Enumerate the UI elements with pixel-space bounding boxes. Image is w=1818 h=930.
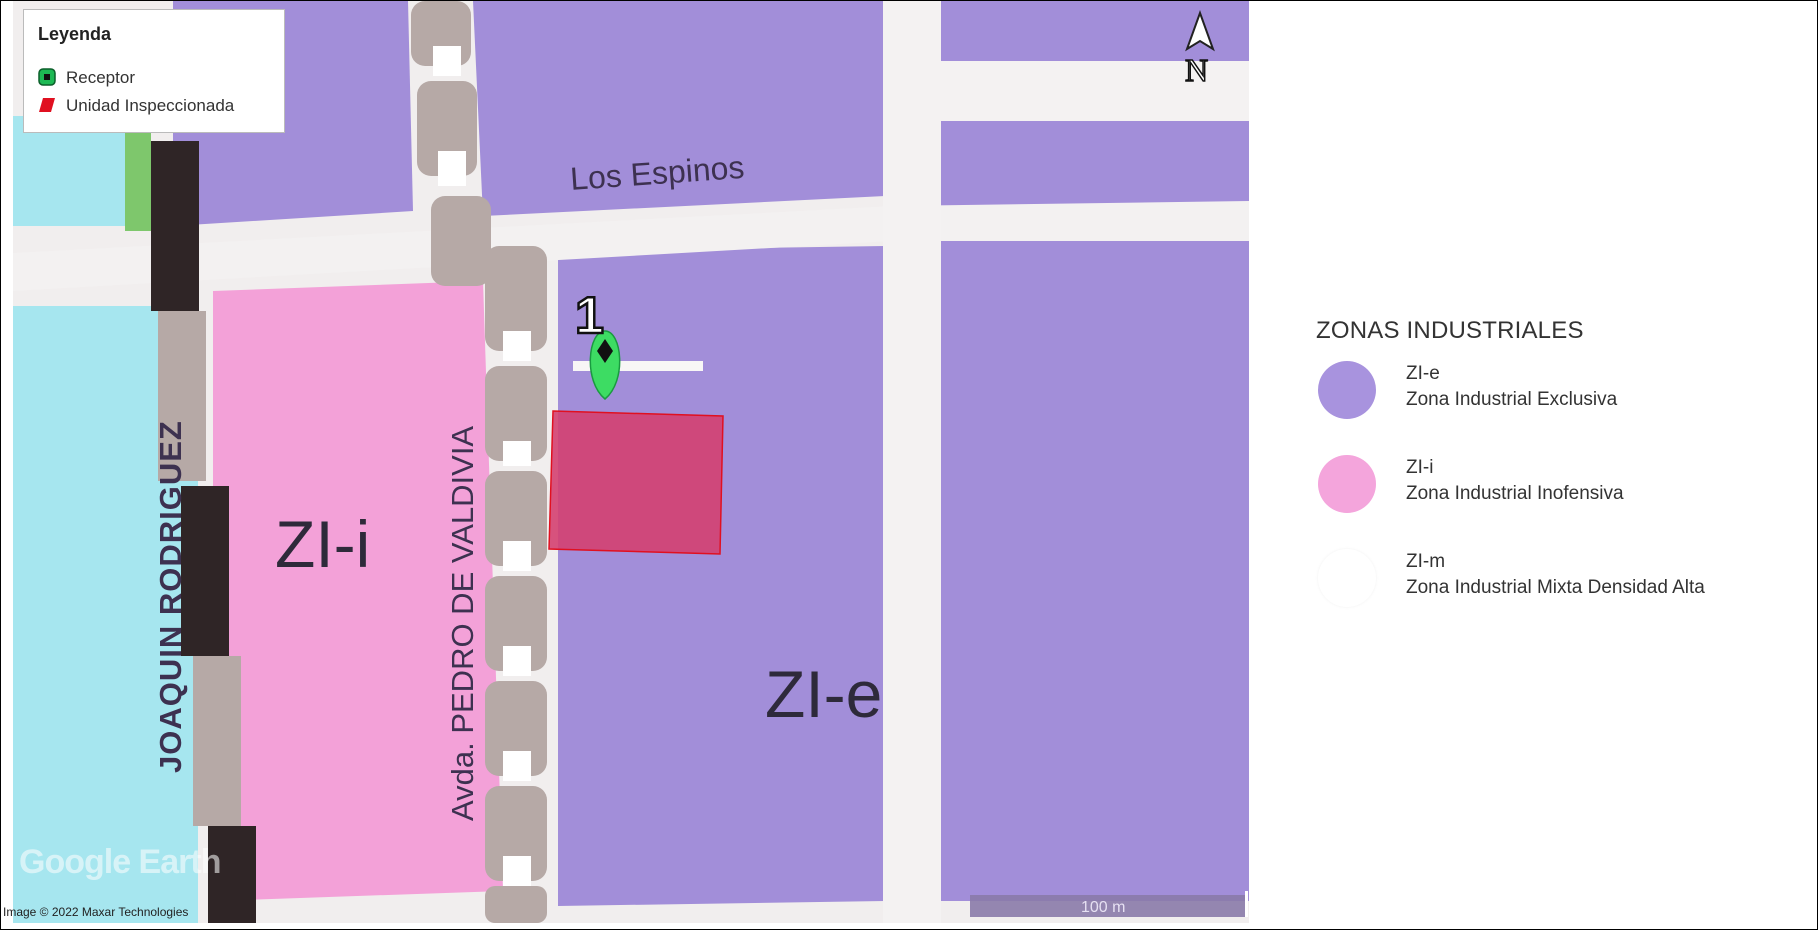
north-letter: N xyxy=(1185,52,1208,88)
imagery-attribution: Image © 2022 Maxar Technologies xyxy=(3,905,189,919)
zone-name-zi-m: Zona Industrial Mixta Densidad Alta xyxy=(1406,577,1705,598)
legend-label-inspected-unit: Unidad Inspeccionada xyxy=(66,96,235,115)
legend-item-receptor: Receptor xyxy=(38,68,135,88)
road-east xyxy=(883,1,941,923)
north-arrow-icon xyxy=(1185,10,1215,52)
inspected-unit-icon xyxy=(38,97,56,115)
scale-label: 100 m xyxy=(1081,899,1125,916)
google-earth-brand: Google Earth xyxy=(19,843,221,881)
cyan-area-north xyxy=(13,116,138,226)
street-label-pedro-de-valdivia: Avda. PEDRO DE VALDIVIA xyxy=(445,425,480,821)
zone-swatch-zi-m xyxy=(1318,549,1376,607)
zone-swatch-zi-e xyxy=(1318,361,1376,419)
zone-name-zi-i: Zona Industrial Inofensiva xyxy=(1406,483,1624,504)
joaquin-rodriguez-median xyxy=(151,141,256,923)
scale-bar xyxy=(970,895,1248,917)
road-stub xyxy=(573,361,703,371)
zone-item-zi-e: ZI-e Zona Industrial Exclusiva xyxy=(1316,361,1796,431)
zone-swatch-zi-i xyxy=(1318,455,1376,513)
pedro-de-valdivia-median-gaps xyxy=(433,46,531,886)
scale-bar-tick xyxy=(1245,891,1248,917)
map-canvas: 1 N 100 m xyxy=(13,1,1249,923)
receptor-marker-icon xyxy=(38,68,56,87)
legend-item-inspected-unit: Unidad Inspeccionada xyxy=(38,96,234,116)
zone-code-zi-i: ZI-i xyxy=(1406,457,1434,478)
zonas-industriales-title: ZONAS INDUSTRIALES xyxy=(1316,317,1584,344)
zi-e-block-e xyxy=(941,121,1249,901)
legend-label-receptor: Receptor xyxy=(66,68,135,87)
zone-code-zi-e: ZI-e xyxy=(1406,363,1440,384)
zi-e-block-center xyxy=(558,246,885,906)
zone-name-zi-e: Zona Industrial Exclusiva xyxy=(1406,389,1618,410)
zone-label-zi-i: ZI-i xyxy=(275,507,371,581)
zone-label-zi-e: ZI-e xyxy=(765,657,883,731)
receptor-marker[interactable] xyxy=(589,330,621,400)
road-ne xyxy=(893,61,1249,121)
zonas-industriales-legend: ZONAS INDUSTRIALES ZI-e Zona Industrial … xyxy=(1316,311,1796,611)
zi-e-block-n xyxy=(473,1,885,216)
legend-title: Leyenda xyxy=(38,24,112,44)
inspected-unit-polygon[interactable] xyxy=(548,410,724,555)
map-view[interactable]: 1 N 100 m Los Espinos Avda. PEDRO DE VAL… xyxy=(3,1,1249,923)
road-los-espinos-east xyxy=(893,201,1249,241)
receptor-number-label: 1 xyxy=(575,287,604,345)
map-legend: Leyenda Receptor Unidad Inspeccionada xyxy=(23,9,285,133)
street-label-joaquin-rodriguez: JOAQUIN RODRIGUEZ xyxy=(153,420,188,773)
zone-item-zi-i: ZI-i Zona Industrial Inofensiva xyxy=(1316,455,1796,525)
zone-item-zi-m: ZI-m Zona Industrial Mixta Densidad Alta xyxy=(1316,549,1796,619)
zone-code-zi-m: ZI-m xyxy=(1406,551,1446,572)
zi-i-block xyxy=(213,281,503,901)
green-strip xyxy=(125,121,151,231)
